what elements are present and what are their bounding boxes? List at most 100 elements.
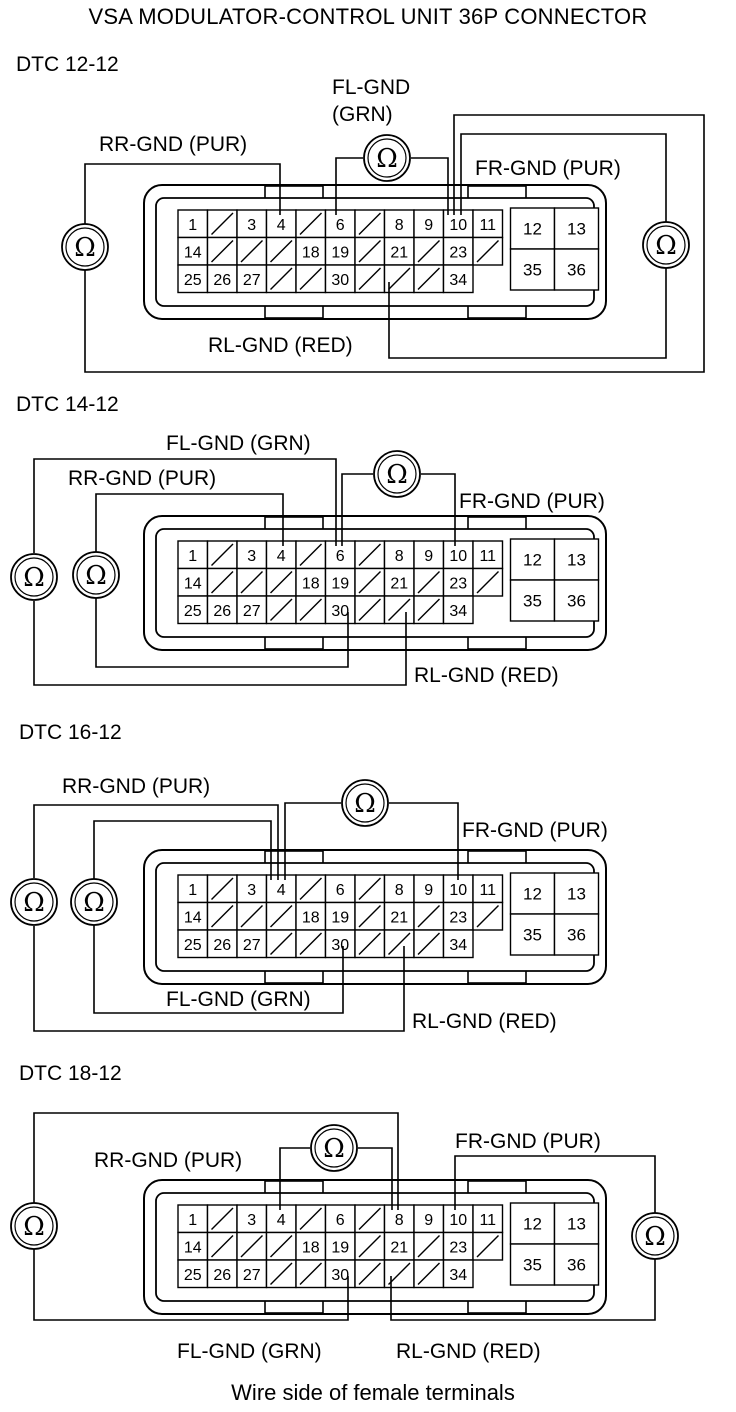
terminal-number: 11 <box>479 548 496 565</box>
terminal-cavity <box>442 264 474 294</box>
rl-gnd-label: RL-GND (RED) <box>412 1010 557 1033</box>
ohmmeter-icon: Ω <box>10 1202 58 1250</box>
blank-mark <box>211 543 234 566</box>
fl-gnd-color-label: (GRN) <box>332 103 393 126</box>
terminal-number: 10 <box>449 217 467 234</box>
ohmmeter-circle <box>363 134 411 182</box>
blank-mark <box>358 1262 381 1285</box>
ohmmeter-icon: Ω <box>310 1124 358 1172</box>
ohm-symbol: Ω <box>323 1134 345 1164</box>
terminal-number: 21 <box>390 909 408 926</box>
terminal-cavity <box>383 540 415 570</box>
terminal-cavity <box>442 929 474 959</box>
terminal-number: 18 <box>302 909 320 926</box>
terminal-number: 19 <box>331 575 349 592</box>
terminal-cavity <box>472 209 504 239</box>
terminal-cavity <box>177 1259 209 1289</box>
blank-mark <box>299 1262 322 1285</box>
terminal-cavity <box>295 901 327 931</box>
ohmmeter-circle <box>10 878 58 926</box>
blank-mark <box>358 1235 381 1258</box>
terminal-number: 25 <box>184 1267 202 1284</box>
ohmmeter-inner-ring <box>76 555 116 595</box>
blank-mark <box>211 212 234 235</box>
blank-mark <box>211 1235 234 1258</box>
ohm-symbol: Ω <box>74 233 96 263</box>
blank-mark <box>299 932 322 955</box>
ohmmeter-icon: Ω <box>61 223 109 271</box>
terminal-number: 14 <box>184 909 202 926</box>
blank-mark <box>299 543 322 566</box>
terminal-number: 1 <box>188 217 197 234</box>
terminal-number: 30 <box>331 1267 349 1284</box>
terminal-cavity <box>383 901 415 931</box>
dtc-code: DTC 18-12 <box>19 1062 122 1085</box>
terminal-cavity <box>177 236 209 266</box>
large-terminal-cavity <box>509 1202 556 1245</box>
blank-mark <box>270 932 293 955</box>
terminal-cavity <box>324 595 356 625</box>
terminal-number: 10 <box>449 882 467 899</box>
terminal-number: 34 <box>449 937 467 954</box>
ohmmeter-inner-ring <box>14 557 54 597</box>
ohmmeter-inner-ring <box>74 882 114 922</box>
ohmmeter-icon: Ω <box>642 221 690 269</box>
terminal-number: 27 <box>243 603 261 620</box>
blank-mark <box>358 932 381 955</box>
terminal-number: 21 <box>390 244 408 261</box>
terminal-cavity <box>324 1231 356 1261</box>
fr-gnd-label: FR-GND (PUR) <box>459 490 605 513</box>
blank-mark <box>417 598 440 621</box>
terminal-cavity <box>236 1259 268 1289</box>
terminal-number: 36 <box>567 592 586 611</box>
blank-mark <box>299 1207 322 1230</box>
terminal-number: 8 <box>395 882 404 899</box>
ohmmeter-icon: Ω <box>363 134 411 182</box>
dtc-code: DTC 12-12 <box>16 53 119 76</box>
large-terminal-cavity <box>553 913 600 956</box>
terminal-number: 27 <box>243 1267 261 1284</box>
terminal-number: 34 <box>449 603 467 620</box>
terminal-number: 12 <box>523 220 542 239</box>
terminal-number: 8 <box>395 217 404 234</box>
terminal-number: 34 <box>449 272 467 289</box>
ohmmeter-icon: Ω <box>10 553 58 601</box>
terminal-number: 1 <box>188 548 197 565</box>
terminal-number: 18 <box>302 244 320 261</box>
terminal-cavity <box>324 209 356 239</box>
terminal-cavity <box>206 264 238 294</box>
blank-mark <box>388 1262 411 1285</box>
terminal-number: 35 <box>523 261 542 280</box>
terminal-number: 26 <box>213 1267 231 1284</box>
fl-gnd-label: FL-GND (GRN) <box>166 432 311 455</box>
blank-mark <box>299 267 322 290</box>
blank-mark <box>270 598 293 621</box>
terminal-number: 36 <box>567 261 586 280</box>
terminal-number: 9 <box>424 882 433 899</box>
terminal-cavity <box>324 874 356 904</box>
terminal-number: 34 <box>449 1267 467 1284</box>
terminal-number: 9 <box>424 217 433 234</box>
blank-mark <box>358 877 381 900</box>
terminal-cavity <box>265 540 297 570</box>
terminal-number: 30 <box>331 937 349 954</box>
blank-mark <box>417 1235 440 1258</box>
terminal-number: 4 <box>277 217 286 234</box>
blank-mark <box>299 212 322 235</box>
terminal-number: 6 <box>336 217 345 234</box>
blank-mark <box>299 598 322 621</box>
fr-gnd-label: FR-GND (PUR) <box>455 1130 601 1153</box>
terminal-number: 35 <box>523 926 542 945</box>
terminal-number: 6 <box>336 1212 345 1229</box>
blank-mark <box>270 240 293 263</box>
ohmmeter-circle <box>10 553 58 601</box>
dtc-code: DTC 16-12 <box>19 721 122 744</box>
blank-mark <box>388 932 411 955</box>
terminal-cavity <box>413 209 445 239</box>
ohmmeter-circle <box>10 1202 58 1250</box>
terminal-cavity <box>206 595 238 625</box>
